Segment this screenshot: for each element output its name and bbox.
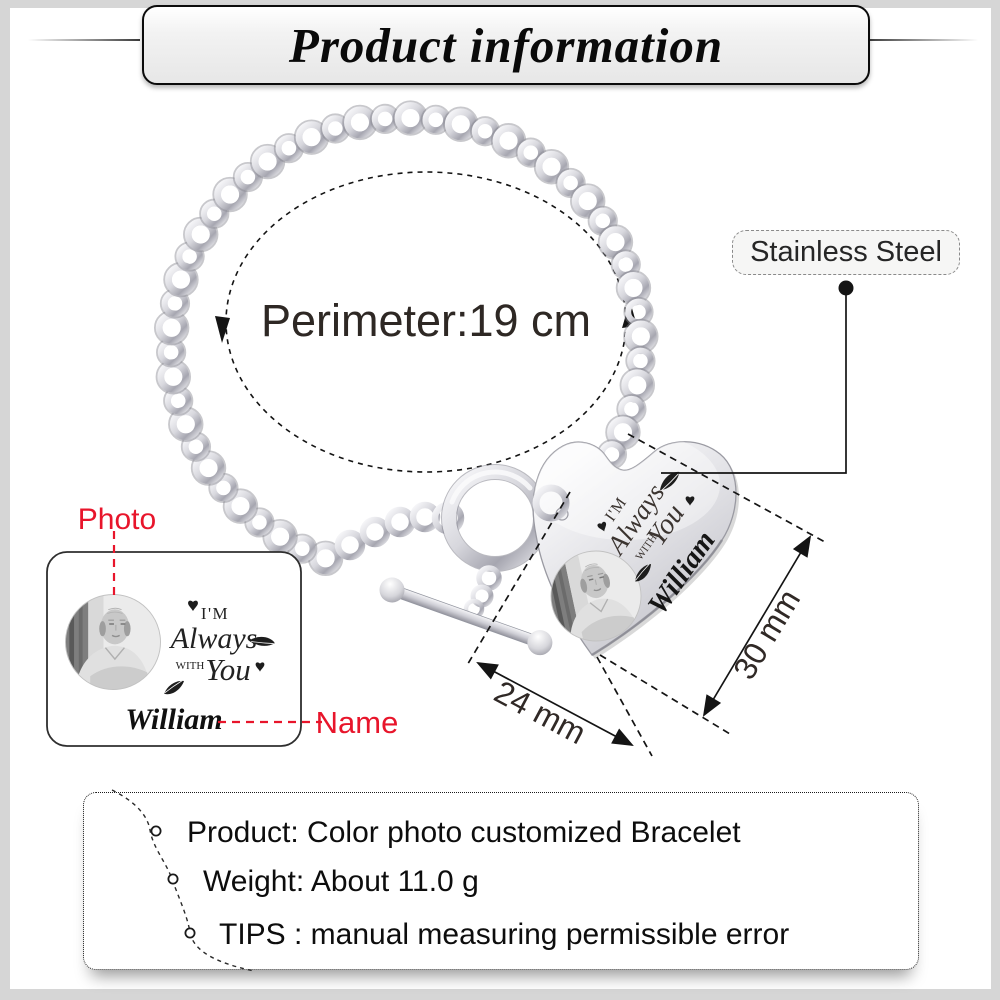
material-chip: Stainless Steel [732, 230, 960, 275]
material-label: Stainless Steel [750, 236, 942, 268]
info-item-product: Product: Color photo customized Bracelet [187, 816, 741, 849]
info-item-tips: TIPS : manual measuring permissible erro… [219, 918, 790, 951]
info-item-weight: Weight: About 11.0 g [203, 865, 479, 898]
title-banner: Product information [142, 5, 870, 85]
title-divider-right [868, 39, 978, 41]
title-divider-left [28, 39, 140, 41]
page-title: Product information [288, 17, 724, 73]
